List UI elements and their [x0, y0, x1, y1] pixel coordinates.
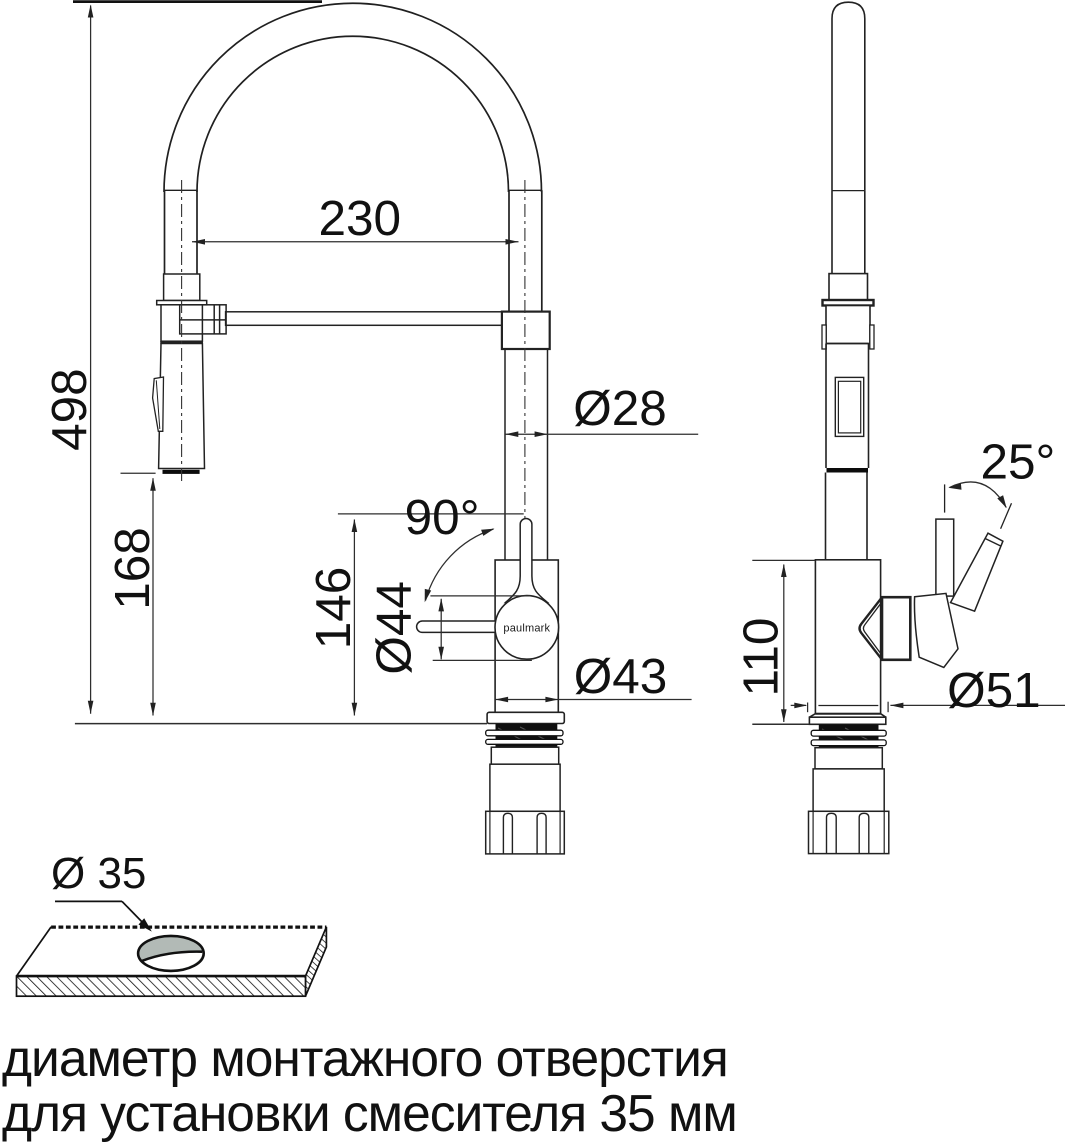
svg-text:Ø28: Ø28 — [573, 381, 667, 436]
svg-text:498: 498 — [42, 368, 97, 451]
svg-text:Ø43: Ø43 — [574, 649, 668, 704]
svg-text:paulmark: paulmark — [503, 623, 550, 635]
svg-text:Ø 35: Ø 35 — [51, 849, 146, 898]
svg-text:Ø51: Ø51 — [947, 663, 1041, 718]
svg-text:90°: 90° — [405, 490, 480, 545]
svg-text:Ø44: Ø44 — [367, 581, 422, 675]
svg-text:110: 110 — [734, 618, 789, 697]
svg-text:диаметр монтажного отверстия: диаметр монтажного отверстия — [2, 1029, 728, 1087]
svg-text:230: 230 — [319, 191, 402, 246]
svg-text:25°: 25° — [980, 435, 1055, 490]
svg-text:для установки смесителя 35 мм: для установки смесителя 35 мм — [2, 1084, 737, 1142]
svg-text:168: 168 — [105, 527, 160, 610]
svg-text:146: 146 — [306, 567, 361, 650]
